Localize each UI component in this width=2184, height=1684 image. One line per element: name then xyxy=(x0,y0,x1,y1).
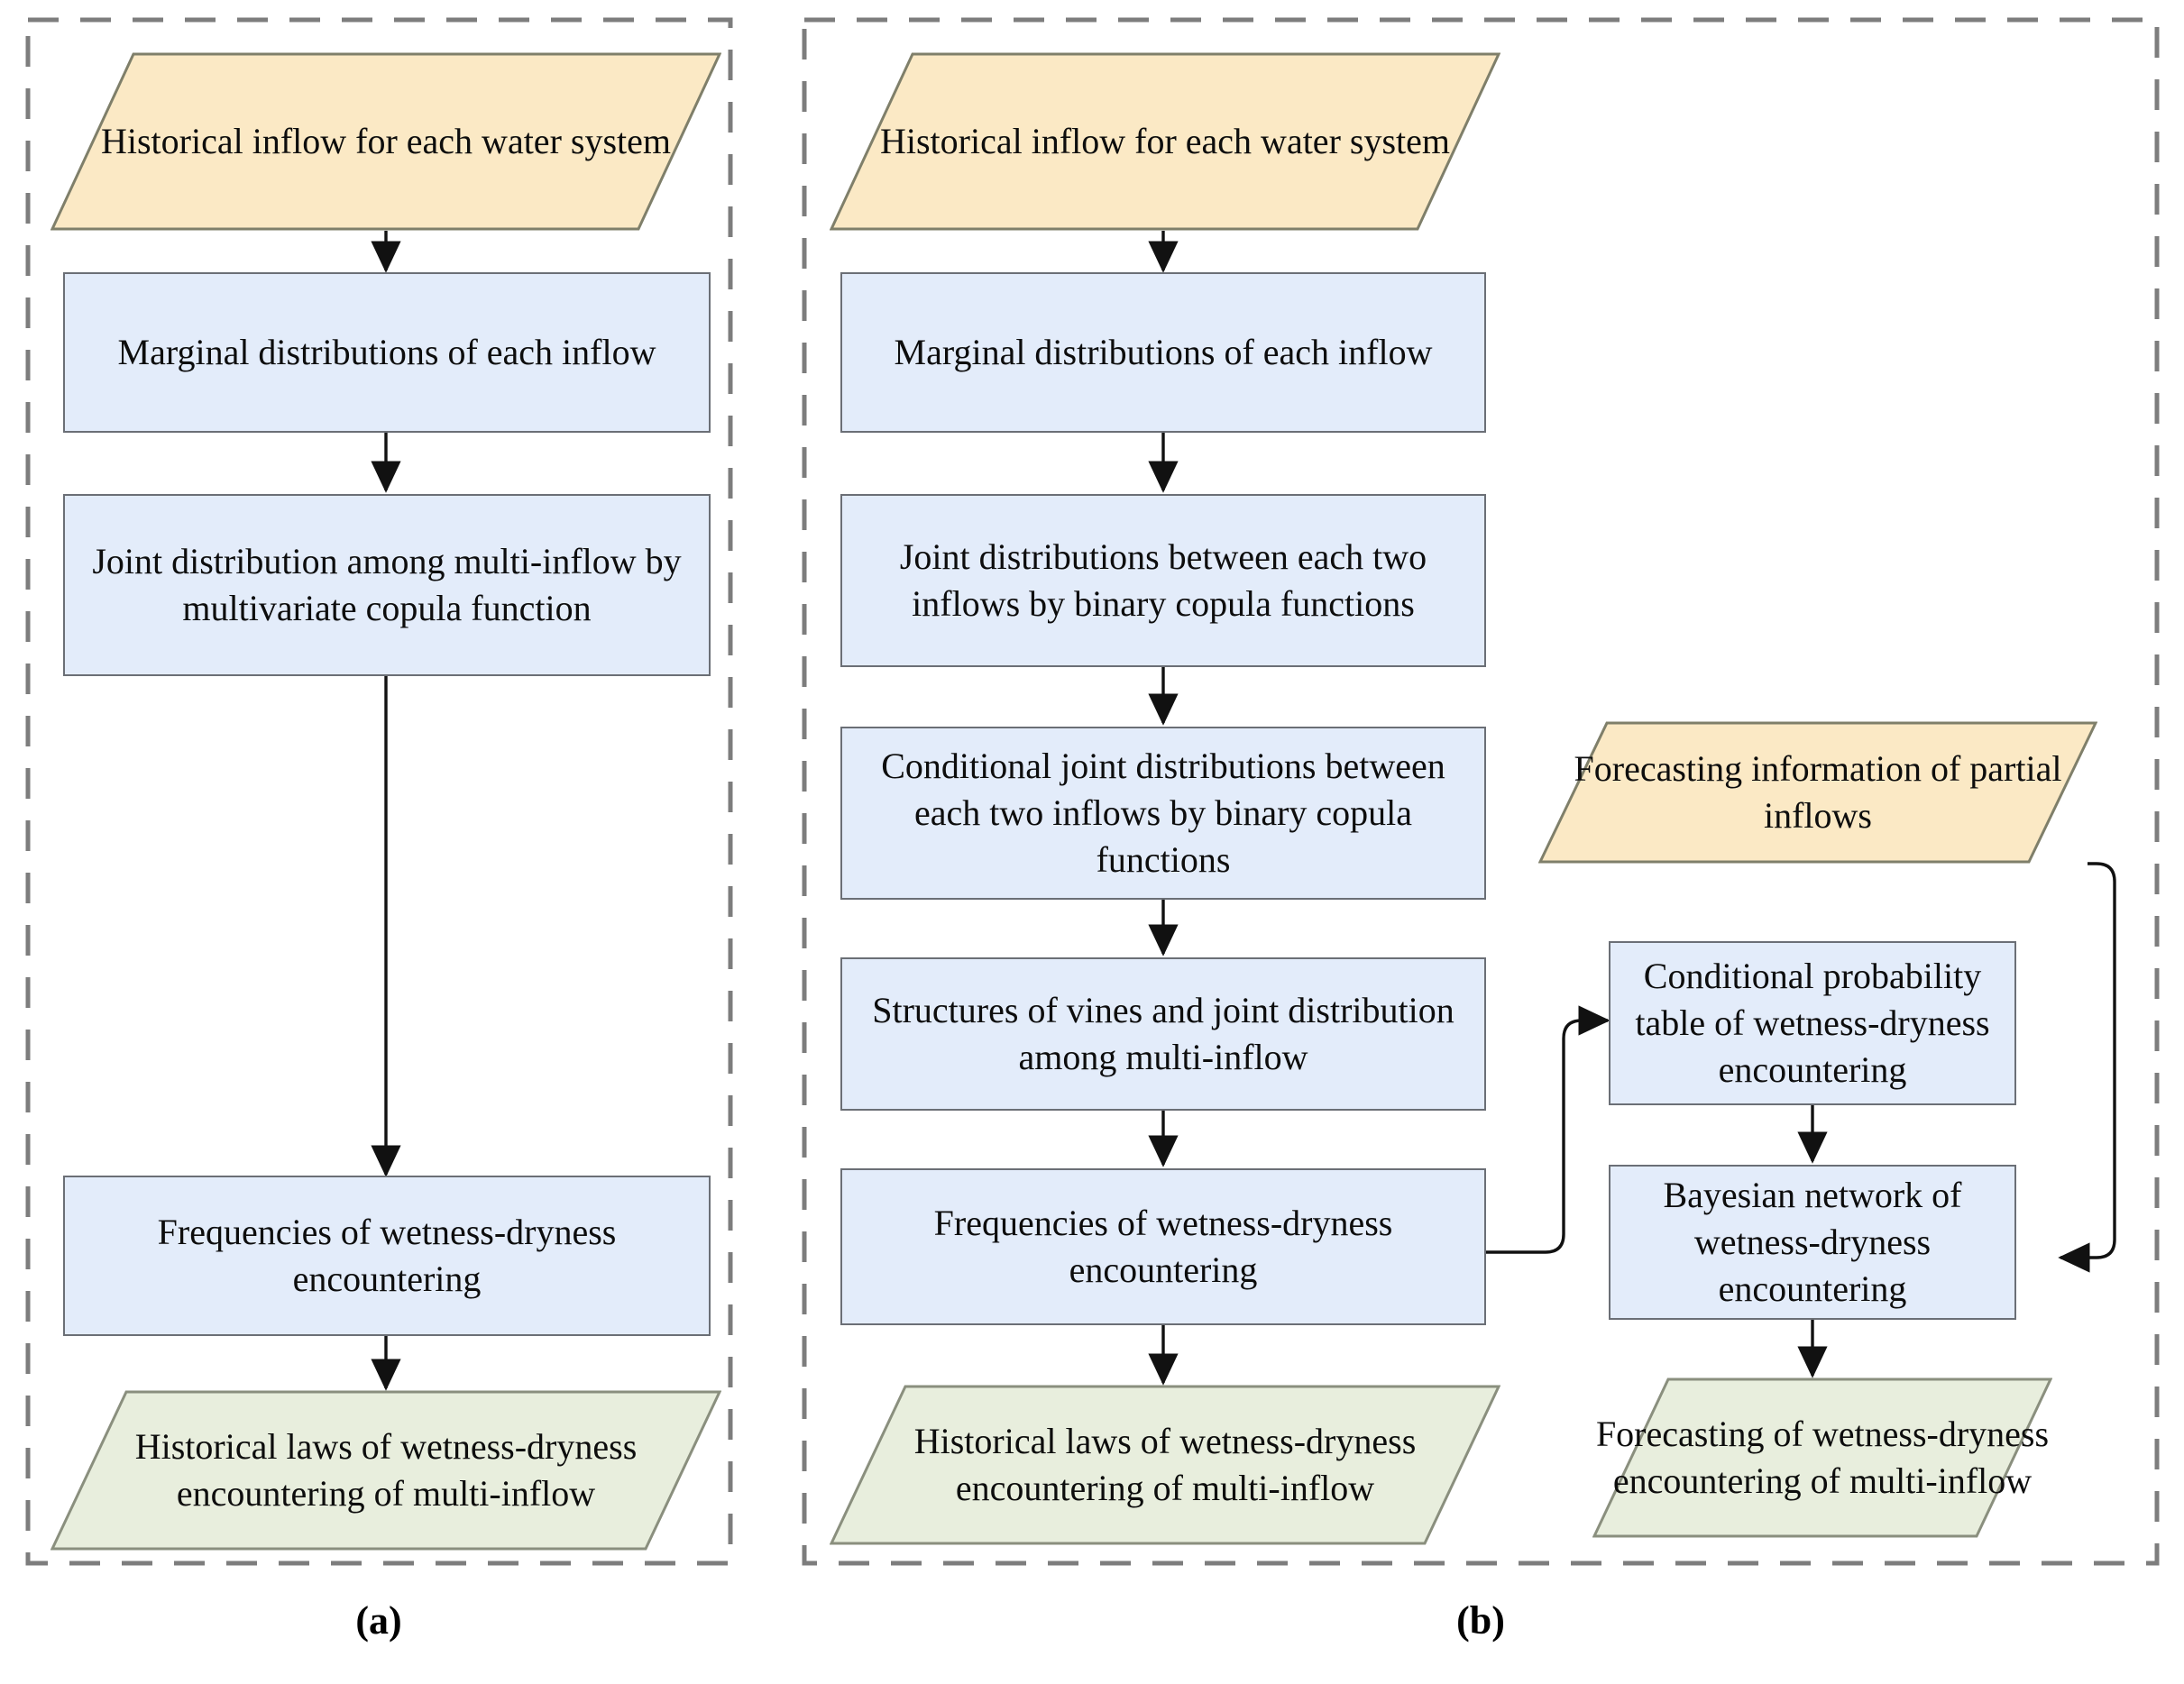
panel-b-joint-distributions-label: Joint distributions between each two inf… xyxy=(899,536,1427,624)
panel-b-historical-inflow-node[interactable]: Historical inflow for each water system xyxy=(830,52,1500,231)
parallelogram-shape xyxy=(830,1385,1500,1545)
panel-a-joint-distribution-node[interactable]: Joint distribution among multi-inflow by… xyxy=(63,494,711,676)
panel-b-conditional-probability-table-label: Conditional probability table of wetness… xyxy=(1635,956,1990,1090)
panel-b-conditional-joint-distributions-label: Conditional joint distributions between … xyxy=(881,746,1445,880)
parallelogram-shape xyxy=(1538,721,2097,864)
parallelogram-shape xyxy=(50,1390,721,1551)
panel-b-caption: (b) xyxy=(1390,1597,1571,1643)
panel-b-border xyxy=(802,17,2160,1566)
panel-a-historical-laws-label: Historical laws of wetness-dryness encou… xyxy=(134,1426,638,1514)
panel-b-structures-of-vines-label: Structures of vines and joint distributi… xyxy=(872,990,1454,1077)
panel-b-forecasting-output-node[interactable]: Forecasting of wetness-dryness encounter… xyxy=(1592,1377,2052,1538)
panel-b-forecasting-information-label: Forecasting information of partial inflo… xyxy=(1574,748,2062,836)
panel-a-marginal-distributions-label: Marginal distributions of each inflow xyxy=(117,332,656,372)
panel-a-caption: (a) xyxy=(289,1597,469,1643)
panel-a-joint-distribution-label: Joint distribution among multi-inflow by… xyxy=(92,541,682,628)
connector-frequencies-to-cpt xyxy=(1485,1005,1610,1254)
panel-b-frequencies-label: Frequencies of wetness-dryness encounter… xyxy=(933,1203,1393,1290)
panel-b-forecasting-information-node[interactable]: Forecasting information of partial inflo… xyxy=(1538,721,2097,864)
panel-a-frequencies-node[interactable]: Frequencies of wetness-dryness encounter… xyxy=(63,1176,711,1336)
panel-b-historical-inflow-label: Historical inflow for each water system xyxy=(879,121,1450,161)
panel-b-marginal-distributions-label: Marginal distributions of each inflow xyxy=(894,332,1433,372)
panel-b-bayesian-network-label: Bayesian network of wetness-dryness enco… xyxy=(1663,1175,1962,1309)
panel-a-border xyxy=(25,17,733,1566)
panel-b-forecasting-output-label: Forecasting of wetness-dryness encounter… xyxy=(1595,1414,2050,1501)
panel-b-historical-laws-label: Historical laws of wetness-dryness encou… xyxy=(913,1421,1417,1508)
panel-b-historical-laws-node[interactable]: Historical laws of wetness-dryness encou… xyxy=(830,1385,1500,1545)
parallelogram-shape xyxy=(1592,1377,2052,1538)
parallelogram-shape xyxy=(50,52,721,231)
panel-b-marginal-distributions-node[interactable]: Marginal distributions of each inflow xyxy=(840,272,1486,433)
panel-a-historical-inflow-label: Historical inflow for each water system xyxy=(100,121,671,161)
panel-a-historical-inflow-node[interactable]: Historical inflow for each water system xyxy=(50,52,721,231)
panel-b-structures-of-vines-node[interactable]: Structures of vines and joint distributi… xyxy=(840,957,1486,1111)
panel-b-caption-text: (b) xyxy=(1456,1598,1505,1643)
panel-b-conditional-joint-distributions-node[interactable]: Conditional joint distributions between … xyxy=(840,727,1486,900)
panel-a-caption-text: (a) xyxy=(355,1598,402,1643)
panel-a-marginal-distributions-node[interactable]: Marginal distributions of each inflow xyxy=(63,272,711,433)
panel-b-conditional-probability-table-node[interactable]: Conditional probability table of wetness… xyxy=(1609,941,2016,1105)
panel-b-bayesian-network-node[interactable]: Bayesian network of wetness-dryness enco… xyxy=(1609,1165,2016,1320)
parallelogram-shape xyxy=(830,52,1500,231)
panel-a-historical-laws-node[interactable]: Historical laws of wetness-dryness encou… xyxy=(50,1390,721,1551)
panel-b-frequencies-node[interactable]: Frequencies of wetness-dryness encounter… xyxy=(840,1168,1486,1325)
panel-b-joint-distributions-node[interactable]: Joint distributions between each two inf… xyxy=(840,494,1486,667)
connector-forecasting-info-to-bayesian xyxy=(2058,862,2116,1273)
panel-a-frequencies-label: Frequencies of wetness-dryness encounter… xyxy=(157,1212,617,1299)
